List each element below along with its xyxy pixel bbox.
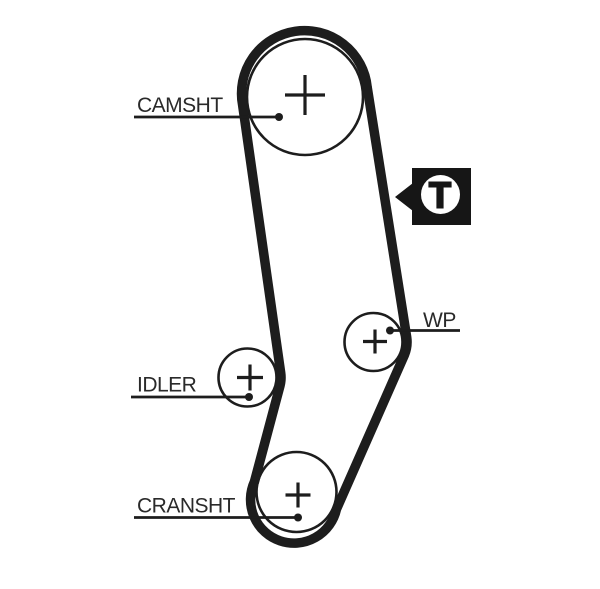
camshaft-pulley-circle [245, 37, 365, 157]
idler-label: IDLER [137, 374, 197, 397]
tensioner-arrow-icon [395, 183, 413, 211]
camshaft-leader-dot [275, 113, 283, 121]
crankshaft-center-mark [285, 482, 311, 508]
tensioner-marker-icon: T [395, 168, 471, 225]
water-pump-leader-dot [386, 326, 394, 335]
idler-leader-dot [245, 393, 253, 401]
water-pump-center-mark [363, 329, 387, 354]
camshaft-label: CAMSHT [137, 94, 223, 117]
crankshaft-label: CRANSHT [137, 495, 236, 518]
idler-center-mark [237, 364, 263, 391]
water-pump-label: WP [423, 309, 456, 332]
camshaft-center-mark [285, 75, 325, 115]
timing-belt [236, 25, 412, 548]
crankshaft-pulley-circle [255, 450, 338, 534]
crankshaft-leader-dot [294, 513, 302, 522]
tensioner-t-symbol: T [429, 175, 451, 216]
tensioner-circle [421, 175, 460, 214]
